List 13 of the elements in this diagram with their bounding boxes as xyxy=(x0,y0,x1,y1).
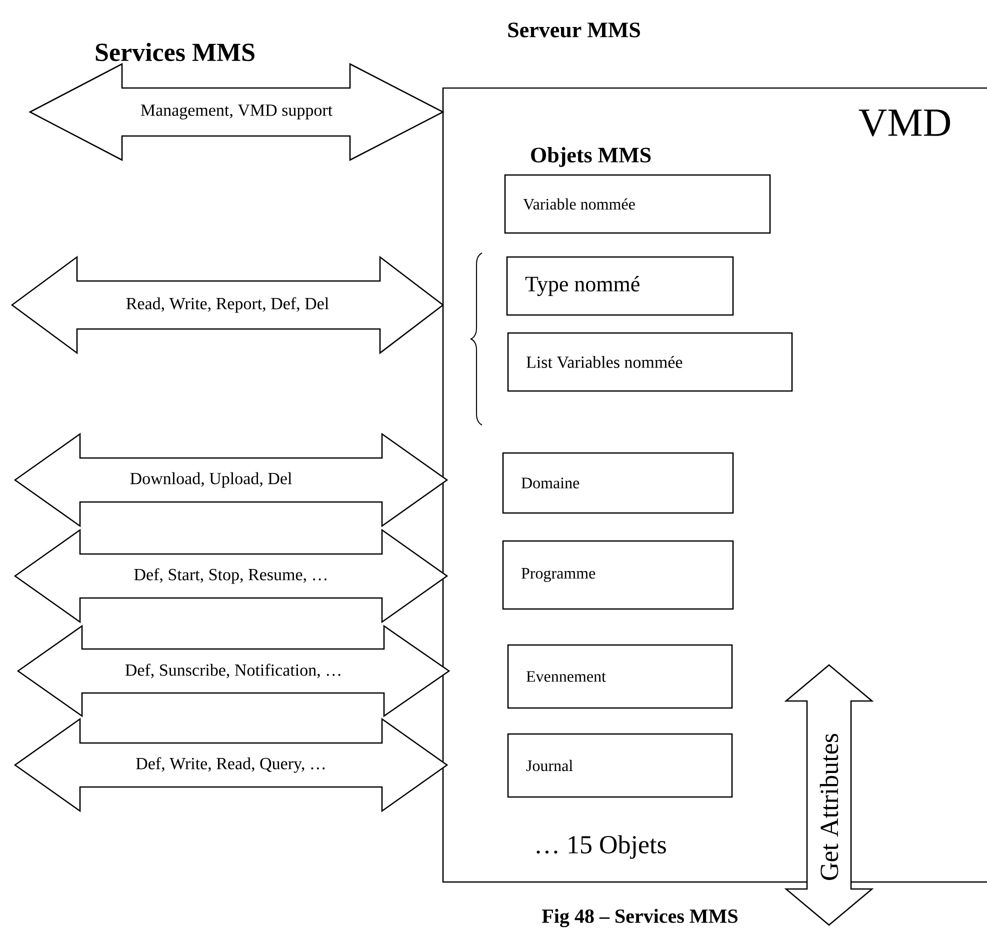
caption: Fig 48 – Services MMS xyxy=(540,908,740,928)
section-heading: Objets MMS xyxy=(531,147,651,167)
object-box: Domaine xyxy=(502,452,734,514)
title: Services MMS xyxy=(96,42,254,62)
note: … 15 Objets xyxy=(536,835,666,859)
object-box: Programme xyxy=(502,540,734,610)
heading: Serveur MMS xyxy=(508,22,640,38)
object-box: Journal xyxy=(507,733,733,798)
object-box: List Variables nommée xyxy=(507,332,793,392)
object-box: Evennement xyxy=(507,644,733,709)
object-box: Type nommé xyxy=(506,256,734,316)
node-label: Get Attributes xyxy=(820,734,838,880)
object-box: Variable nommée xyxy=(504,174,771,234)
